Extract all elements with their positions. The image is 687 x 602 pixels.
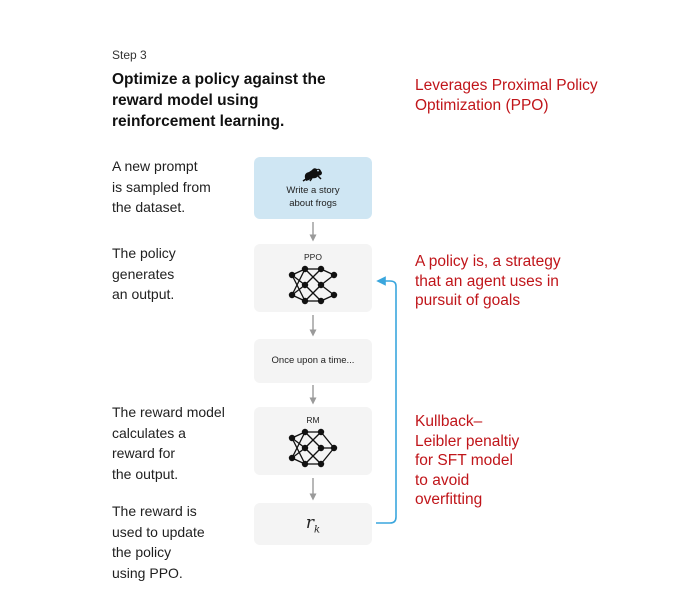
step-title: Optimize a policy against the reward mod…	[112, 71, 326, 130]
reward-box: rk	[254, 503, 372, 545]
prompt-box: Write a story about frogs	[254, 157, 372, 219]
output-text: Once upon a time...	[271, 354, 355, 366]
ppo-label: PPO	[304, 251, 322, 262]
neural-network-icon	[288, 265, 338, 304]
desc-update: The reward is used to update the policy …	[112, 503, 205, 581]
rm-label: RM	[306, 414, 320, 425]
desc-reward: The reward model calculates a reward for…	[112, 404, 225, 482]
frog-icon	[302, 168, 322, 182]
desc-prompt: A new prompt is sampled from the dataset…	[112, 158, 211, 215]
step-label: Step 3	[112, 48, 147, 62]
prompt-text: Write a story about frogs	[286, 185, 340, 209]
feedback-arrow	[376, 276, 397, 524]
desc-policy: The policy generates an output.	[112, 245, 176, 302]
reward-model-box: RM	[254, 407, 372, 475]
annotation-ppo: Leverages Proximal Policy Optimization (…	[415, 77, 598, 114]
annotation-policy-definition: A policy is, a strategy that an agent us…	[415, 253, 561, 309]
output-box: Once upon a time...	[254, 339, 372, 383]
ppo-model-box: PPO	[254, 244, 372, 312]
neural-network-icon	[288, 428, 338, 467]
annotation-kl-penalty: Kullback– Leibler penaltiy for SFT model…	[415, 413, 520, 508]
reward-symbol: rk	[305, 512, 321, 536]
